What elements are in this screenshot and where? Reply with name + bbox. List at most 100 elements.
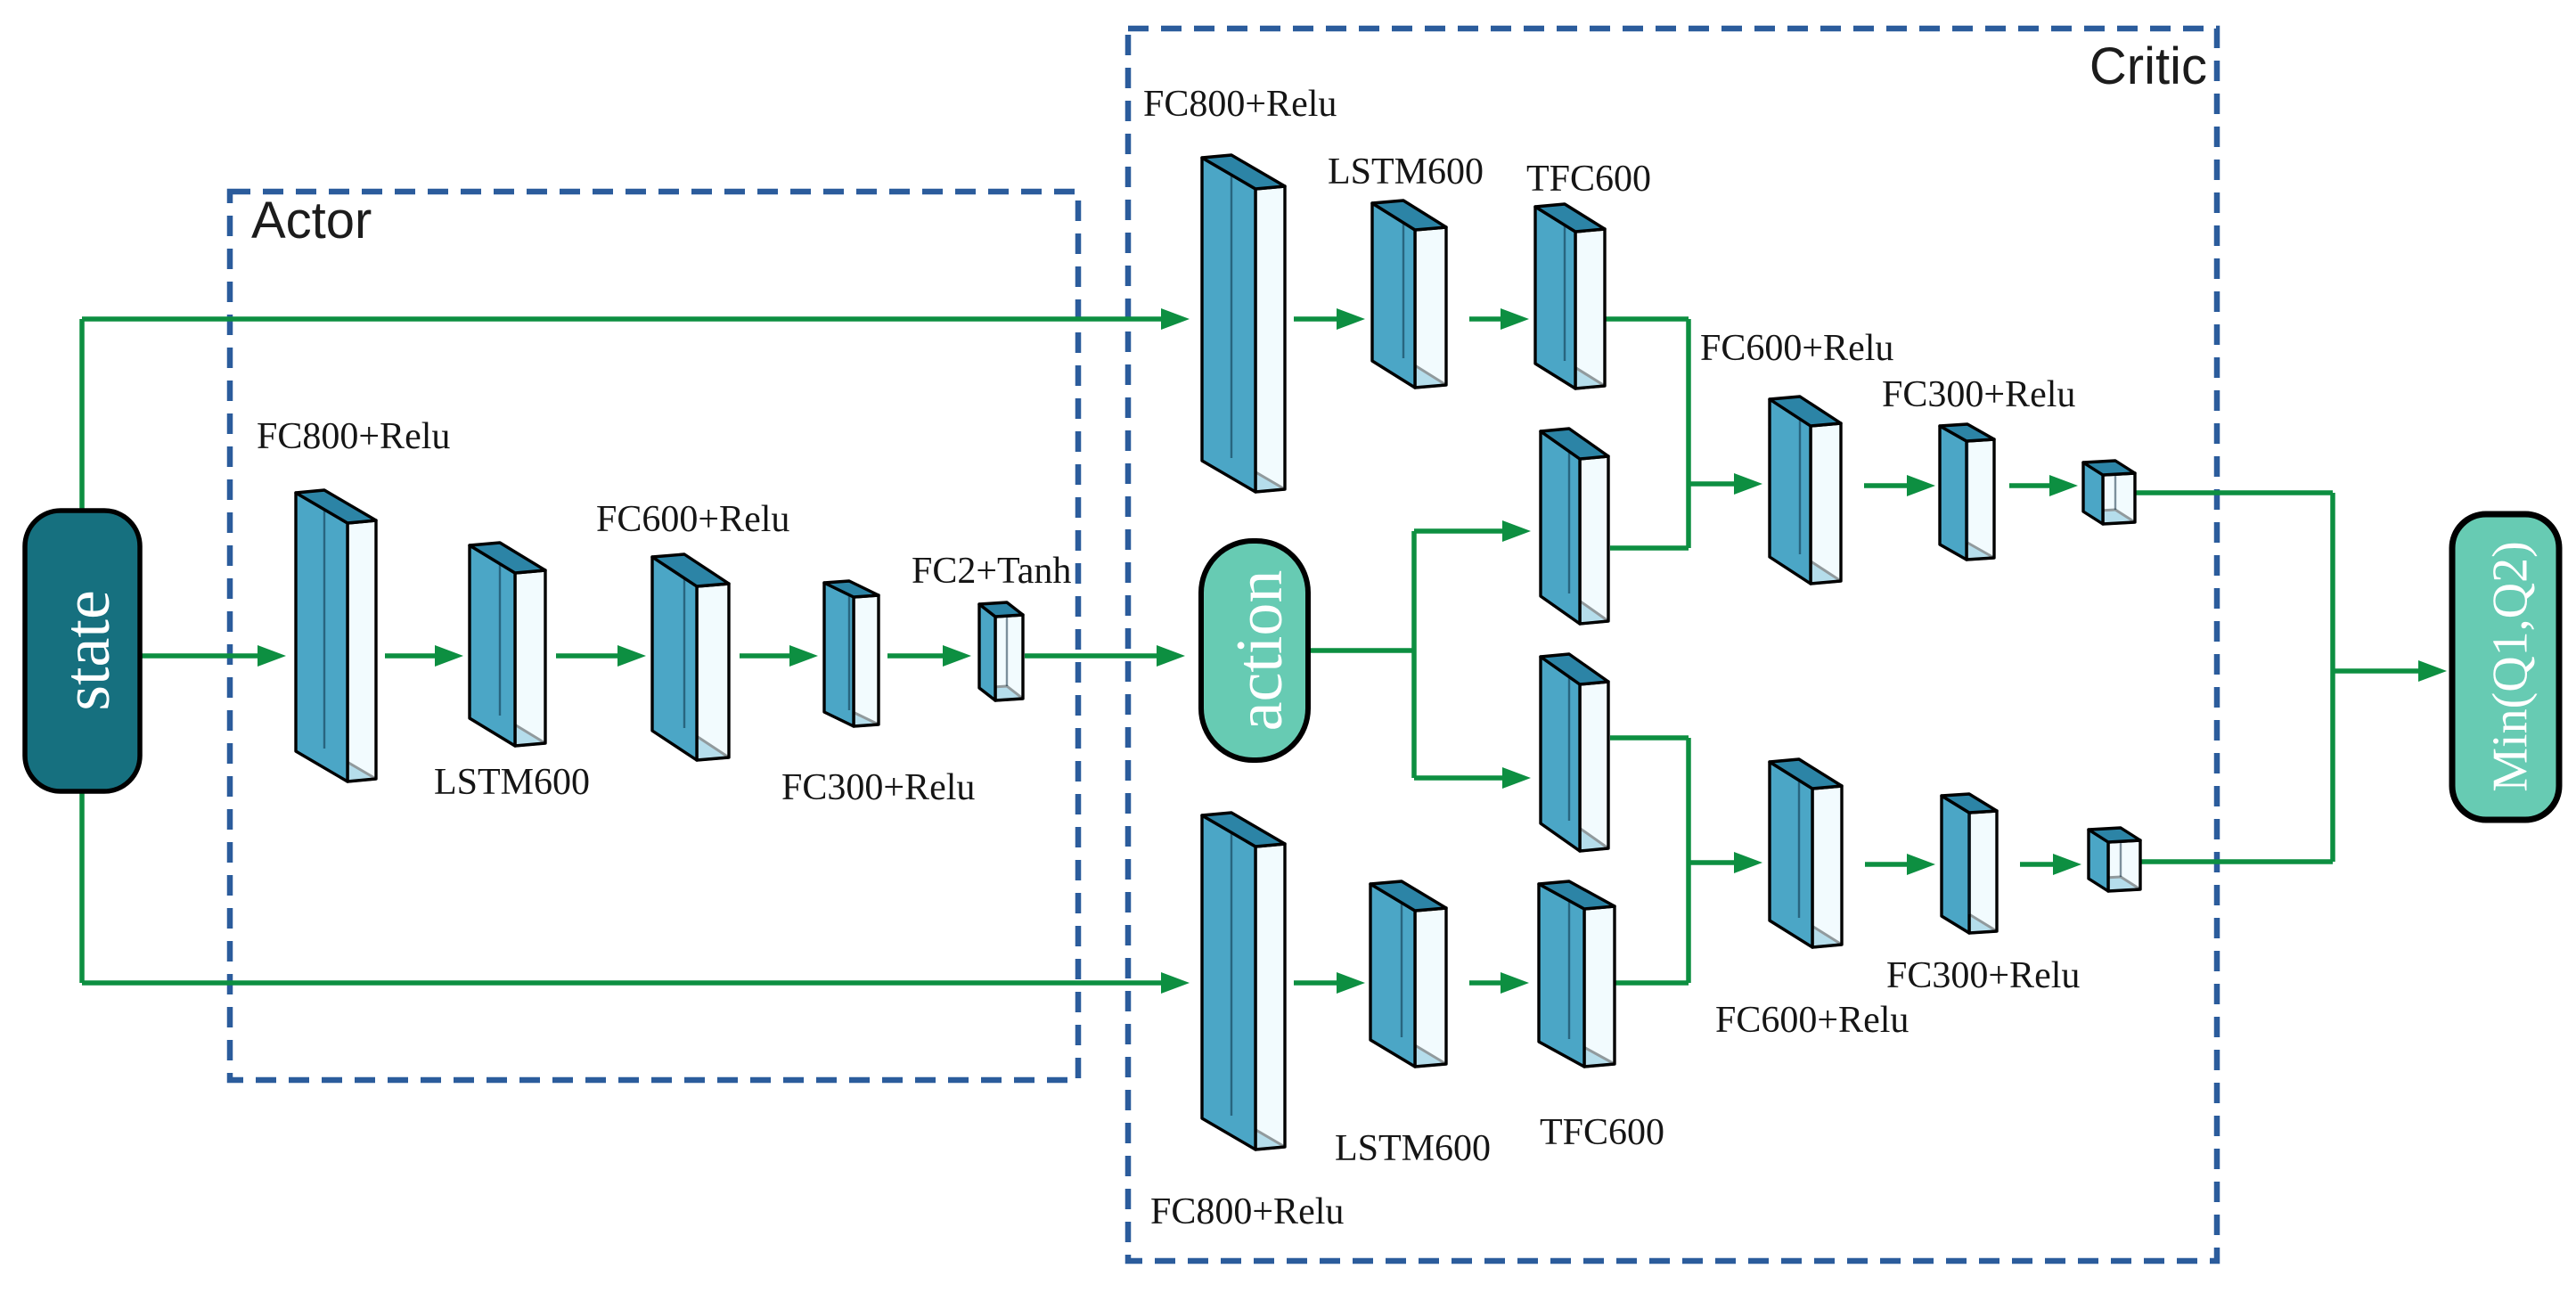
arrow-connector [1689, 473, 1762, 495]
cuboid-q1-fc300 [1938, 422, 1996, 561]
arrow-connector [140, 645, 286, 667]
arrow-connector [1689, 852, 1762, 873]
cuboid-q1-tfc600 [1533, 202, 1607, 390]
cuboid-side-face [1539, 430, 1582, 626]
cuboid-side-face [650, 555, 699, 762]
cuboid-q2-merge [1539, 652, 1610, 853]
arrow-connector [556, 645, 646, 667]
arrow-head-icon [1734, 852, 1762, 873]
label-q2-lstm600: LSTM600 [1335, 1128, 1491, 1169]
label-q1-fc600: FC600+Relu [1700, 328, 1893, 369]
cuboid-side-face [1200, 814, 1257, 1151]
label-q1-fc300: FC300+Relu [1882, 374, 2075, 415]
critic-region-title: Critic [2089, 37, 2207, 95]
arrow-head-icon [1161, 972, 1190, 994]
cuboid-q2-tfc600 [1537, 880, 1616, 1068]
cuboid-top-face [822, 579, 880, 599]
cuboid-actor-fc2 [977, 601, 1025, 702]
cuboid-front-face [1413, 906, 1448, 1068]
arrow-head-icon [1501, 972, 1529, 994]
cuboid-front-face [2106, 839, 2142, 893]
cuboid-top-face [1940, 792, 1999, 814]
label-q2-fc800: FC800+Relu [1150, 1191, 1344, 1232]
cuboid-actor-fc300 [822, 579, 880, 728]
arrow-head-icon [1501, 308, 1529, 330]
cuboid-q1-lstm600 [1370, 199, 1448, 389]
cuboid-front-face [513, 569, 547, 748]
cuboid-top-face [650, 552, 731, 588]
cuboid-side-face [977, 602, 997, 702]
cuboid-front-face [346, 519, 378, 783]
cuboid-top-face [1369, 880, 1448, 912]
cuboid-front-face [1254, 842, 1287, 1151]
critic-region-box [1124, 25, 2220, 1264]
cuboid-side-face [1369, 882, 1417, 1068]
arrow-head-icon [789, 645, 818, 667]
arrow-head-icon [258, 645, 286, 667]
actor-region-title: Actor [251, 192, 372, 250]
action-node-label: action [1223, 570, 1296, 732]
arrow-head-icon [2053, 854, 2081, 875]
arrow-connector [1864, 475, 1935, 496]
output-node-label: Min(Q1,Q2) [2483, 541, 2539, 792]
cuboid-q1-merge [1539, 427, 1610, 626]
arrow-head-icon [2418, 660, 2447, 682]
arrow-connector [1414, 767, 1531, 789]
cuboid-actor-fc600 [650, 552, 731, 762]
arrow-connector [2333, 660, 2447, 682]
arrow-connector [1414, 520, 1531, 542]
label-q2-fc600: FC600+Relu [1715, 1000, 1909, 1041]
cuboid-top-face [2087, 826, 2142, 844]
label-actor-fc600: FC600+Relu [596, 499, 789, 540]
cuboid-front-face [1578, 680, 1610, 853]
state-node-label: state [51, 590, 124, 711]
label-actor-fc2: FC2+Tanh [912, 551, 1071, 592]
arrow-connector [1469, 308, 1529, 330]
state-node: state [22, 508, 143, 794]
cuboid-top-face [977, 601, 1025, 618]
arrow-connector [887, 645, 971, 667]
cuboid-top-face [1537, 880, 1616, 911]
cuboid-q2-fc600 [1768, 757, 1844, 949]
cuboid-side-face [1940, 794, 1971, 935]
label-actor-fc300: FC300+Relu [781, 767, 975, 808]
state-node-shape [22, 508, 143, 794]
cuboid-front-face [1413, 225, 1448, 389]
cuboid-side-face [1938, 424, 1968, 561]
cuboid-top-face [1539, 652, 1610, 686]
cuboid-front-face [1965, 438, 1996, 561]
label-q1-tfc600: TFC600 [1526, 159, 1651, 200]
cuboid-side-face [468, 544, 517, 748]
arrow-head-icon [1157, 645, 1185, 667]
arrow-connector [1469, 972, 1529, 994]
label-actor-fc800: FC800+Relu [257, 416, 450, 457]
output-node: Min(Q1,Q2) [2449, 511, 2563, 823]
cuboid-side-face [1533, 205, 1577, 390]
cuboid-front-face [1582, 904, 1616, 1068]
cuboid-side-face [1370, 201, 1417, 389]
cuboid-front-face [2101, 471, 2137, 526]
arrow-connector [1025, 645, 1185, 667]
arrow-head-icon [1907, 854, 1935, 875]
cuboid-side-face [1537, 882, 1586, 1068]
layer-cuboids [294, 153, 2142, 1151]
arrow-connector [2020, 854, 2081, 875]
arrow-connector [1294, 972, 1365, 994]
cuboid-front-face [695, 582, 731, 762]
cuboid-side-face [1768, 760, 1814, 949]
arrow-connector [740, 645, 818, 667]
cuboid-top-face [1200, 153, 1287, 191]
label-q1-lstm600: LSTM600 [1328, 151, 1484, 192]
cuboid-q2-lstm600 [1369, 880, 1448, 1068]
label-q2-tfc600: TFC600 [1540, 1112, 1664, 1153]
arrow-connector [2009, 475, 2078, 496]
cuboid-front-face [1967, 809, 1999, 935]
cuboid-top-face [468, 541, 547, 575]
arrow-head-icon [617, 645, 646, 667]
arrow-connector [1294, 308, 1365, 330]
cuboid-q1-fc800 [1200, 153, 1287, 494]
label-q1-fc800: FC800+Relu [1143, 84, 1337, 125]
cuboid-top-face [1533, 202, 1607, 233]
arrow-head-icon [1734, 473, 1762, 495]
